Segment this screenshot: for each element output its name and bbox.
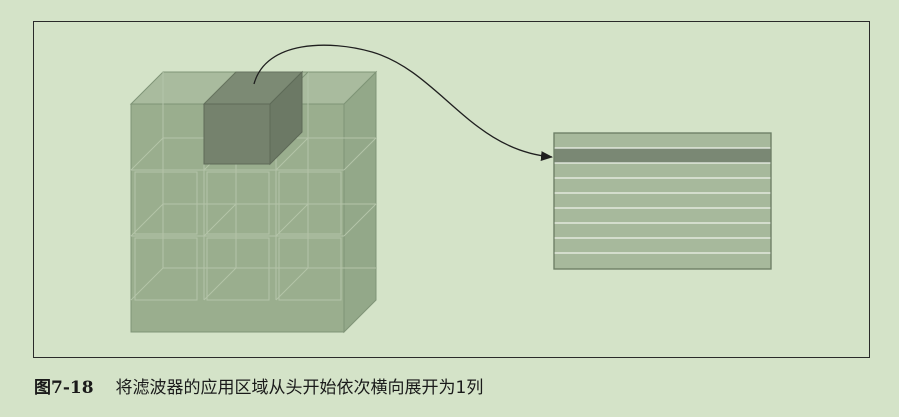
output-matrix xyxy=(553,132,772,270)
figure-caption-text: 将滤波器的应用区域从头开始依次横向展开为1列 xyxy=(115,377,484,398)
filter-region xyxy=(202,70,304,166)
input-volume xyxy=(129,70,378,334)
filter-region-front xyxy=(203,103,271,165)
output-row-lines xyxy=(554,147,771,254)
flatten-arrow xyxy=(253,44,553,162)
volume-grid-lines xyxy=(130,72,377,301)
output-matrix-border xyxy=(553,132,772,270)
volume-side-face xyxy=(343,70,377,334)
figure-number: 图7-18 xyxy=(34,377,94,398)
figure-caption: 图7-18 将滤波器的应用区域从头开始依次横向展开为1列 xyxy=(34,370,483,400)
figure-frame xyxy=(33,21,870,358)
output-highlighted-row xyxy=(554,148,771,163)
